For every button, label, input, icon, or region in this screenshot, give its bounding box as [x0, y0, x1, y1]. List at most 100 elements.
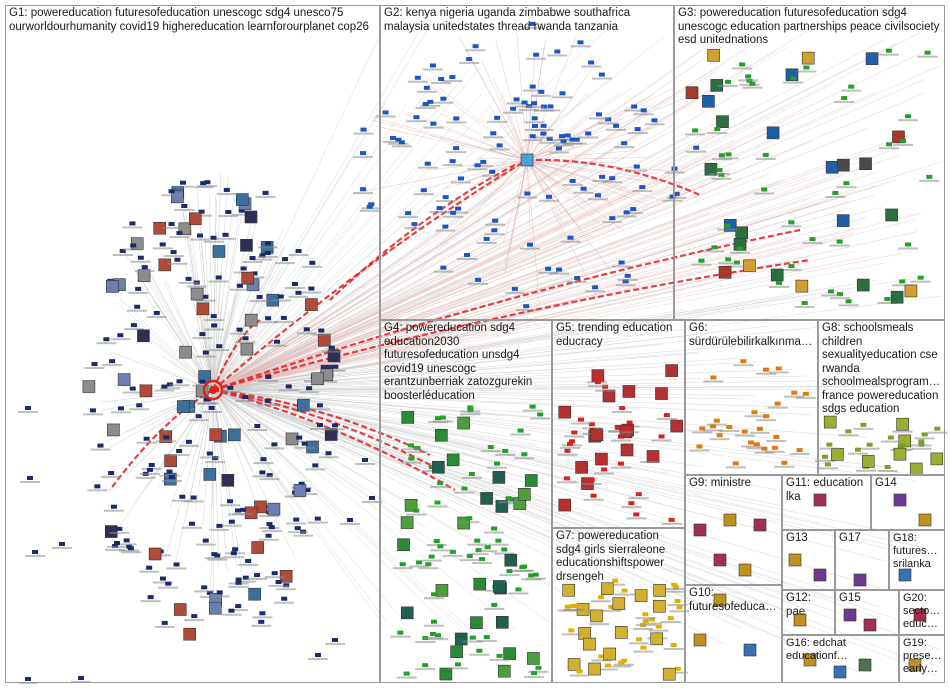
user-avatar: [457, 416, 470, 430]
user-node: [855, 447, 862, 452]
network-edge: [479, 159, 528, 169]
node-label-bar: [774, 465, 795, 468]
user-node: [886, 142, 893, 147]
user-node: [458, 176, 465, 181]
node-label-bar: [473, 164, 494, 167]
node-label-bar: [299, 391, 320, 394]
user-avatar: [400, 516, 414, 529]
user-node: [450, 210, 457, 215]
user-node: [598, 72, 605, 77]
user-node: [110, 504, 117, 509]
user-node: [496, 653, 503, 658]
network-edge: [164, 389, 214, 559]
node-label-bar: [123, 328, 144, 331]
network-edge: [212, 129, 701, 391]
network-edge: [212, 358, 741, 391]
node-label-bar: [815, 459, 836, 462]
user-node: [515, 587, 522, 592]
node-label-bar: [247, 429, 268, 432]
node-label-bar: [203, 319, 224, 322]
user-node: [259, 470, 266, 475]
user-node: [613, 123, 620, 128]
node-label-bar: [755, 157, 776, 160]
node-label-bar: [257, 255, 278, 258]
network-edge: [138, 389, 214, 450]
user-node: [559, 134, 566, 139]
user-node: [210, 314, 217, 319]
node-label-bar: [264, 447, 285, 450]
node-label-bar: [221, 524, 242, 527]
user-node: [317, 423, 323, 427]
user-node: [123, 538, 130, 543]
node-label-bar: [447, 667, 468, 670]
user-node: [163, 435, 170, 440]
node-label-bar: [401, 461, 422, 464]
user-node: [510, 106, 517, 111]
network-edge: [212, 189, 708, 391]
network-edge: [212, 351, 700, 391]
network-edge: [212, 155, 710, 391]
user-node: [625, 426, 632, 431]
user-node: [265, 374, 272, 379]
user-node: [724, 223, 731, 228]
user-node: [524, 191, 531, 196]
user-avatar: [203, 468, 217, 481]
node-label-bar: [427, 421, 448, 424]
node-label-bar: [129, 408, 150, 411]
user-node: [887, 435, 894, 440]
node-label-bar: [416, 90, 437, 93]
node-label-bar: [355, 463, 375, 465]
node-label-bar: [423, 126, 444, 129]
user-node: [434, 500, 441, 505]
node-label-bar: [897, 119, 918, 122]
node-label-bar: [195, 299, 216, 302]
node-label-bar: [498, 501, 519, 504]
node-label-bar: [264, 576, 285, 579]
node-label-bar: [270, 299, 291, 302]
node-label-bar: [220, 504, 241, 507]
user-avatar: [148, 547, 162, 561]
user-node: [411, 222, 418, 227]
node-label-bar: [522, 139, 543, 142]
network-edge: [212, 124, 674, 391]
node-label-bar: [768, 371, 789, 374]
node-label-bar: [232, 512, 253, 515]
node-label-bar: [152, 581, 173, 584]
user-node: [781, 460, 788, 465]
user-node: [304, 488, 311, 493]
node-label-bar: [82, 413, 103, 416]
user-node: [114, 541, 120, 545]
network-edge: [212, 389, 293, 502]
network-edge: [212, 36, 665, 391]
node-label-bar: [448, 211, 469, 214]
node-label-bar: [841, 89, 862, 92]
user-node: [146, 565, 153, 570]
node-label-bar: [156, 440, 177, 443]
user-node: [491, 526, 498, 531]
node-label-bar: [614, 146, 635, 149]
user-node: [569, 178, 576, 183]
network-edge: [212, 193, 235, 391]
user-node: [545, 266, 552, 271]
user-node: [315, 653, 321, 657]
node-label-bar: [744, 415, 765, 418]
user-avatar: [833, 665, 847, 679]
node-label-bar: [729, 251, 750, 254]
node-label-bar: [122, 391, 143, 394]
user-avatar: [634, 589, 648, 602]
user-avatar: [863, 618, 877, 632]
node-label-bar: [218, 215, 239, 218]
node-label-bar: [517, 196, 538, 199]
user-node: [266, 522, 273, 527]
user-avatar: [267, 502, 281, 516]
node-label-bar: [581, 65, 602, 68]
node-label-bar: [914, 437, 935, 440]
node-label-bar: [278, 389, 299, 392]
user-node: [713, 418, 720, 423]
node-label-bar: [522, 409, 543, 412]
user-node: [836, 239, 843, 244]
user-avatar: [117, 373, 131, 386]
user-node: [554, 49, 561, 54]
user-avatar: [435, 428, 448, 442]
user-node: [422, 663, 429, 668]
